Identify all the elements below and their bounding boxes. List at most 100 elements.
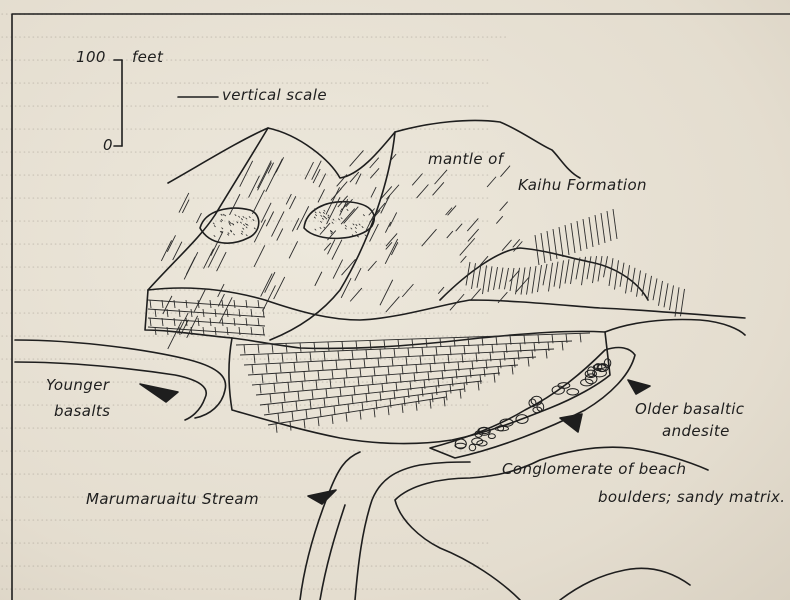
brick-joint: [346, 413, 347, 422]
brick-joint: [390, 399, 391, 408]
brick-joint: [438, 379, 439, 388]
scarp-stroke: [571, 258, 575, 284]
brick-joint: [398, 340, 399, 349]
terrace-front: [232, 331, 605, 348]
scarp-stroke: [565, 225, 569, 255]
stipple-dot: [338, 219, 340, 221]
hatch-stroke: [318, 189, 325, 202]
brick-joint: [512, 365, 513, 374]
brick-joint: [346, 369, 347, 378]
hatch-stroke: [254, 245, 265, 267]
stipple-dot: [242, 231, 244, 233]
stipple-dot: [237, 222, 239, 224]
brick-joint: [342, 341, 343, 350]
brick-joint: [374, 367, 375, 376]
brick-joint: [498, 367, 499, 376]
scarp-stroke: [560, 260, 564, 288]
left-ridge: [148, 128, 268, 290]
hatch-stroke: [380, 280, 393, 305]
brick-joint: [179, 327, 180, 335]
stipple-dot: [245, 223, 247, 225]
stipple-dot: [323, 216, 325, 218]
hatch-stroke: [320, 223, 330, 235]
brick-joint: [332, 370, 333, 379]
brick-joint: [308, 362, 309, 371]
scarp-stroke: [543, 264, 547, 285]
scarp-stroke: [576, 257, 580, 279]
scarp-stroke: [472, 263, 476, 289]
brick-joint: [386, 375, 387, 384]
scarp-stroke: [637, 271, 641, 297]
hatch-stroke: [252, 190, 264, 214]
brick-joint: [254, 354, 255, 363]
hatch-stroke: [333, 260, 343, 279]
brick-joint: [436, 386, 437, 395]
brick-joint: [446, 391, 447, 400]
boulder: [469, 444, 476, 451]
brick-row: [264, 389, 464, 415]
stipple-dot: [355, 227, 357, 229]
brick-joint: [272, 344, 273, 353]
brick-joint: [392, 357, 393, 366]
scarp-stroke: [521, 267, 525, 294]
scale-top-value: 100: [76, 48, 106, 66]
brick-joint: [416, 365, 417, 374]
stipple-dot: [314, 217, 316, 219]
stipple-dot: [229, 221, 231, 223]
brick-joint: [298, 391, 299, 400]
boulder: [567, 389, 579, 395]
stipple-dot: [362, 226, 364, 228]
outlier-stipple: [213, 208, 370, 237]
stipple-dot: [221, 214, 223, 216]
brick-joint: [384, 340, 385, 349]
stipple-dot: [356, 224, 358, 226]
brick-joint: [340, 387, 341, 396]
brick-joint: [300, 343, 301, 352]
brick-joint: [358, 377, 359, 386]
brick-joint: [580, 333, 581, 342]
frame-line: [12, 14, 790, 600]
scarp-stroke: [607, 211, 611, 241]
brick-joint: [266, 364, 267, 373]
hatch-stroke: [460, 238, 475, 255]
scarp-stroke: [494, 267, 498, 290]
brick-joint: [432, 393, 433, 402]
brick-joint: [304, 372, 305, 381]
scarp-stroke: [510, 268, 514, 291]
scarp-stroke: [648, 276, 652, 300]
brick-joint: [174, 318, 175, 326]
scarp-stroke: [483, 265, 487, 294]
scarp-stroke: [538, 265, 542, 292]
stipple-dot: [328, 217, 330, 219]
hatch-stroke: [327, 197, 340, 224]
scarp-stroke: [670, 285, 674, 310]
hatch-stroke: [417, 184, 429, 197]
brick-joint: [326, 389, 327, 398]
brick-joint: [420, 356, 421, 365]
stipple-dot: [345, 228, 347, 230]
brick-joint: [155, 327, 156, 335]
brick-joint: [316, 380, 317, 389]
brick-row: [148, 300, 265, 308]
hatch-stroke: [385, 222, 390, 233]
brick-joint: [372, 376, 373, 385]
brick-joint: [270, 394, 271, 403]
brick-joint: [430, 400, 431, 409]
brick-joint: [312, 390, 313, 399]
stipple-dot: [331, 233, 333, 235]
brick-joint: [360, 411, 361, 420]
stipple-dot: [243, 216, 245, 218]
older-arrow: [628, 380, 650, 394]
hatch-stroke: [204, 249, 214, 269]
brick-joint: [514, 358, 515, 367]
stipple-dot: [315, 214, 317, 216]
brick-joint: [460, 390, 461, 399]
brick-joint: [378, 358, 379, 367]
ridge-line: [270, 132, 395, 340]
brick-joint: [422, 387, 423, 396]
scarp-stroke: [549, 263, 553, 292]
brick-joint: [422, 347, 423, 356]
hatch-stroke: [496, 216, 502, 223]
brick-joint: [380, 349, 381, 358]
